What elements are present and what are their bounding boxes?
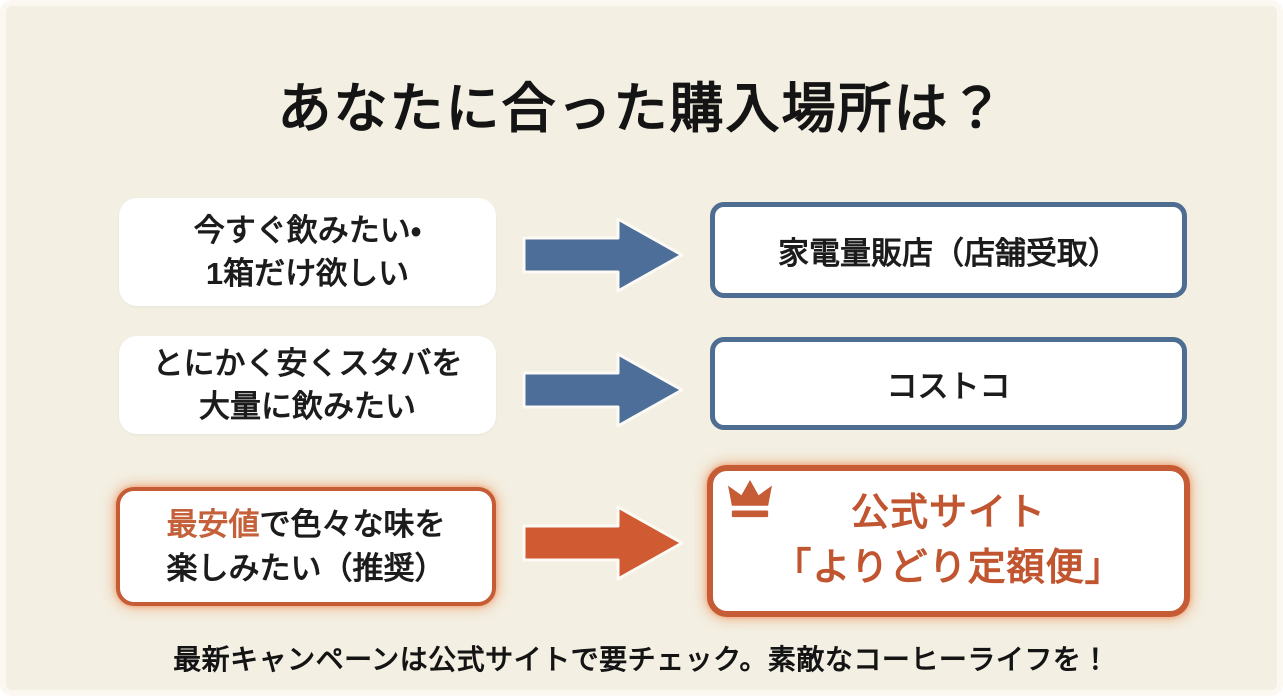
answer-box-costco-label: コストコ bbox=[886, 369, 1011, 404]
need-box-cheapest-variety-line2: 楽しみたい（推奨） bbox=[166, 550, 446, 586]
page-title: あなたに合った購入場所は？ bbox=[277, 79, 1006, 139]
need-box-cheapest-variety: 最安値で色々な味を 楽しみたい（推奨） bbox=[116, 487, 496, 606]
blue-arrow-icon bbox=[522, 217, 684, 293]
answer-box-electronics-store-label: 家電量販店（店舗受取） bbox=[778, 235, 1119, 271]
need-box-cheap-bulk-line1: とにかく安くスタバを bbox=[152, 345, 463, 381]
need-box-immediate-line2: 1箱だけ欲しい bbox=[205, 256, 410, 291]
answer-box-official-site-line1: 公式サイト bbox=[850, 491, 1046, 534]
need-box-cheapest-variety-line1-rest: で色々な味を bbox=[259, 507, 446, 543]
footer-note: 最新キャンペーンは公式サイトで要チェック。素敵なコーヒーライフを！ bbox=[173, 644, 1110, 675]
need-box-cheap-bulk: とにかく安くスタバを 大量に飲みたい bbox=[119, 336, 496, 434]
answer-box-official-site: 公式サイト 「よりどり定額便」 bbox=[707, 465, 1190, 617]
need-box-cheapest-variety-line1: 最安値で色々な味を bbox=[167, 503, 446, 546]
answer-box-costco: コストコ bbox=[710, 337, 1187, 430]
answer-box-official-site-line2: 「よりどり定額便」 bbox=[773, 547, 1124, 589]
need-box-immediate-line1: 今すぐ飲みたい・ bbox=[193, 212, 422, 248]
need-box-cheap-bulk-line2: 大量に飲みたい bbox=[199, 389, 416, 424]
need-box-immediate: 今すぐ飲みたい・ 1箱だけ欲しい bbox=[119, 198, 496, 306]
crown-icon bbox=[728, 479, 772, 518]
answer-box-electronics-store: 家電量販店（店舗受取） bbox=[710, 202, 1187, 298]
highlight-cheapest: 最安値 bbox=[166, 507, 260, 543]
orange-arrow-icon bbox=[522, 505, 684, 581]
blue-arrow-icon bbox=[522, 352, 684, 428]
